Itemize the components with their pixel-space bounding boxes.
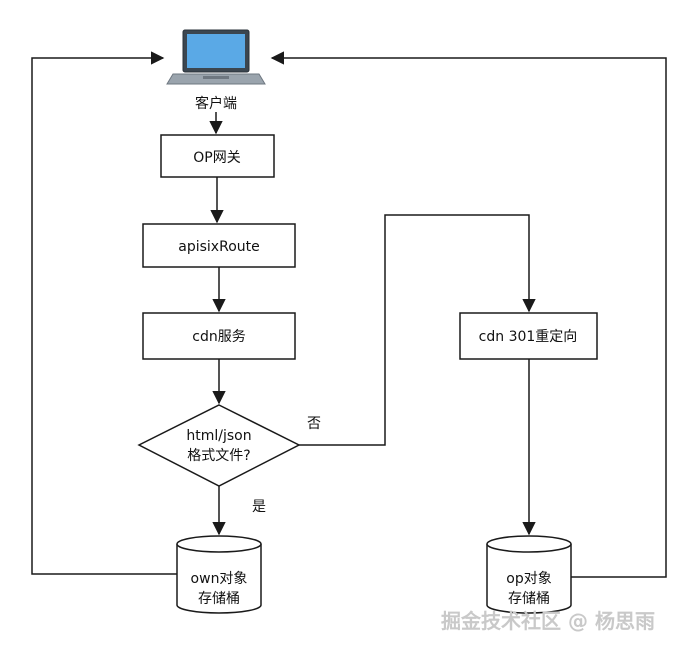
own-bucket-label-line2: 存储桶	[198, 591, 240, 607]
cdn-redirect-label: cdn 301重定向	[479, 329, 578, 345]
op-gateway-label: OP网关	[193, 150, 240, 166]
edge-own-bucket-to-client	[31, 51, 177, 575]
node-op-bucket: op对象 存储桶	[486, 535, 572, 614]
node-decision: html/json 格式文件?	[137, 404, 301, 487]
edge-decision-no	[299, 214, 536, 446]
decision-label-line2: 格式文件?	[187, 448, 250, 464]
laptop-icon	[166, 29, 266, 85]
node-own-bucket: own对象 存储桶	[176, 535, 262, 614]
cdn-service-label: cdn服务	[192, 329, 245, 345]
edge-label-no: 否	[307, 416, 321, 432]
node-apisix-route: apisixRoute	[142, 223, 296, 268]
edge-label-yes: 是	[252, 499, 266, 515]
node-op-gateway: OP网关	[160, 134, 275, 178]
op-bucket-label-line1: op对象	[506, 571, 551, 587]
edges	[31, 51, 667, 578]
edge-op-bucket-to-client	[270, 51, 667, 578]
node-cdn-service: cdn服务	[142, 312, 296, 360]
client-label: 客户端	[195, 95, 237, 112]
apisix-route-label: apisixRoute	[178, 239, 259, 255]
op-bucket-label-line2: 存储桶	[508, 591, 550, 607]
node-cdn-redirect: cdn 301重定向	[459, 312, 598, 360]
own-bucket-label-line1: own对象	[191, 571, 248, 587]
decision-label-line1: html/json	[186, 428, 251, 444]
watermark: 掘金技术社区 @ 杨思雨	[441, 609, 655, 633]
